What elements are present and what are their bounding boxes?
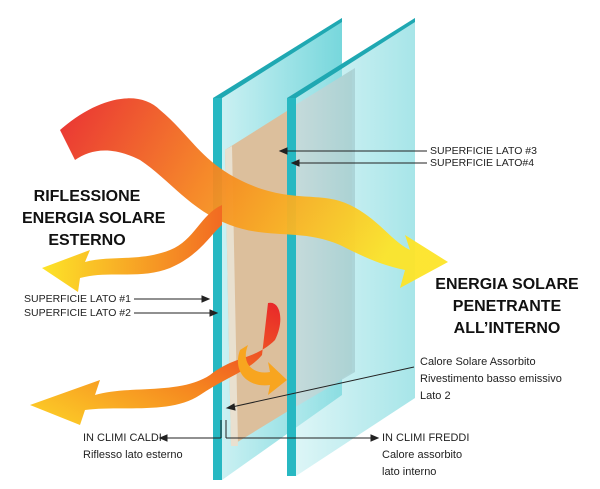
absorbed-heat-arrow xyxy=(30,302,281,425)
penetrating-line-1: ENERGIA SOLARE xyxy=(435,276,579,293)
surface-3-label: SUPERFICIE LATO #3 xyxy=(430,145,537,157)
reflection-heading: RIFLESSIONE ENERGIA SOLARE ESTERNO xyxy=(22,186,166,252)
penetrating-heading: ENERGIA SOLARE PENETRANTE ALL’INTERNO xyxy=(432,274,582,340)
hot-climate-note: IN CLIMI CALDI Riflesso lato esterno xyxy=(83,430,183,464)
absorbed-line-1: Calore Solare Assorbito xyxy=(420,356,536,368)
hot-line-2: Riflesso lato esterno xyxy=(83,449,183,461)
reflection-arrow xyxy=(42,205,222,292)
penetrating-line-2: PENETRANTE xyxy=(452,298,562,315)
surface-4-label: SUPERFICIE LATO#4 xyxy=(430,157,535,169)
cold-line-3: lato interno xyxy=(382,466,437,478)
penetrating-line-3: ALL’INTERNO xyxy=(453,320,561,337)
absorbed-line-2: Rivestimento basso emissivo xyxy=(420,373,562,385)
cold-line-2: Calore assorbito xyxy=(382,449,463,461)
reflection-line-3: ESTERNO xyxy=(48,232,126,249)
reflection-line-2: ENERGIA SOLARE xyxy=(22,210,166,227)
leader-lines xyxy=(134,147,427,442)
incoming-solar-energy-arrow xyxy=(60,98,448,288)
hot-line-1: IN CLIMI CALDI xyxy=(83,432,162,444)
surface-2-label: SUPERFICIE LATO #2 xyxy=(24,307,131,319)
cold-climate-note: IN CLIMI FREDDI Calore assorbito lato in… xyxy=(382,430,469,481)
reemitted-heat-arrow xyxy=(237,345,287,395)
absorbed-heat-note: Calore Solare Assorbito Rivestimento bas… xyxy=(420,354,562,405)
cold-line-1: IN CLIMI FREDDI xyxy=(382,432,470,444)
surface-1-label: SUPERFICIE LATO #1 xyxy=(24,293,131,305)
reflection-line-1: RIFLESSIONE xyxy=(33,188,141,205)
absorbed-line-3: Lato 2 xyxy=(420,390,451,402)
